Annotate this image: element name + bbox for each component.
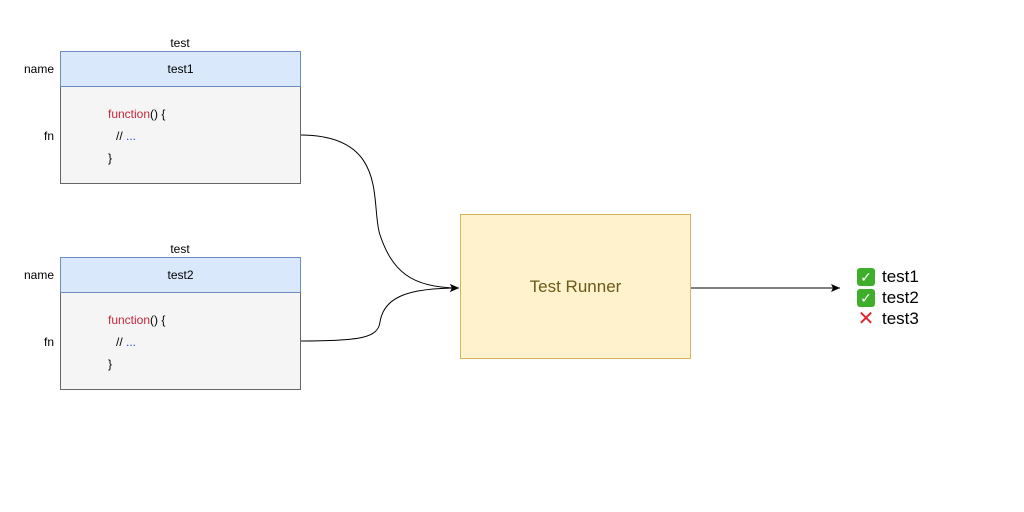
code-comment: // [116,129,127,143]
result-label: test3 [882,308,919,328]
result-label: test1 [882,266,919,286]
result-item-test2: ✓ test2 [857,287,919,308]
code-line-2: // ... [116,335,136,349]
code-line-1: function() { [108,313,165,327]
name-value: test1 [167,62,194,76]
edge-test1-to-runner [299,134,460,292]
code-open: () { [150,313,166,327]
test-runner-box: Test Runner [460,214,691,359]
result-label: test2 [882,287,919,307]
fn-label: fn [43,335,54,349]
name-value: test2 [167,268,194,282]
result-item-test1: ✓ test1 [857,266,919,287]
code-close: } [108,151,113,165]
fn-label: fn [43,129,54,143]
edge-test2-to-runner [299,284,460,342]
test-object-1: test name test1 fn function() { // ... } [0,0,310,200]
code-keyword: function [108,313,151,327]
fn-field: function() { // ... } [60,293,301,390]
check-mark-icon: ✓ [857,288,875,307]
name-label: name [23,62,54,76]
result-item-test3: ✕ test3 [857,308,919,329]
test-title: test [170,242,190,256]
cross-mark-icon: ✕ [857,307,875,330]
code-ellipsis: ... [126,335,137,349]
code-keyword: function [108,107,151,121]
code-ellipsis: ... [126,129,137,143]
results-list: ✓ test1 ✓ test2 ✕ test3 [857,266,919,329]
name-field: test2 [60,257,301,293]
test-title: test [170,36,190,50]
name-label: name [23,268,54,282]
name-field: test1 [60,51,301,87]
code-open: () { [150,107,166,121]
code-line-2: // ... [116,129,136,143]
code-close: } [108,357,113,371]
code-line-3: } [108,151,112,165]
fn-field: function() { // ... } [60,87,301,184]
check-mark-icon: ✓ [857,267,875,286]
test-runner-label: Test Runner [529,276,622,296]
test-object-2: test name test2 fn function() { // ... } [0,206,310,406]
code-line-1: function() { [108,107,165,121]
code-comment: // [116,335,127,349]
code-line-3: } [108,357,112,371]
